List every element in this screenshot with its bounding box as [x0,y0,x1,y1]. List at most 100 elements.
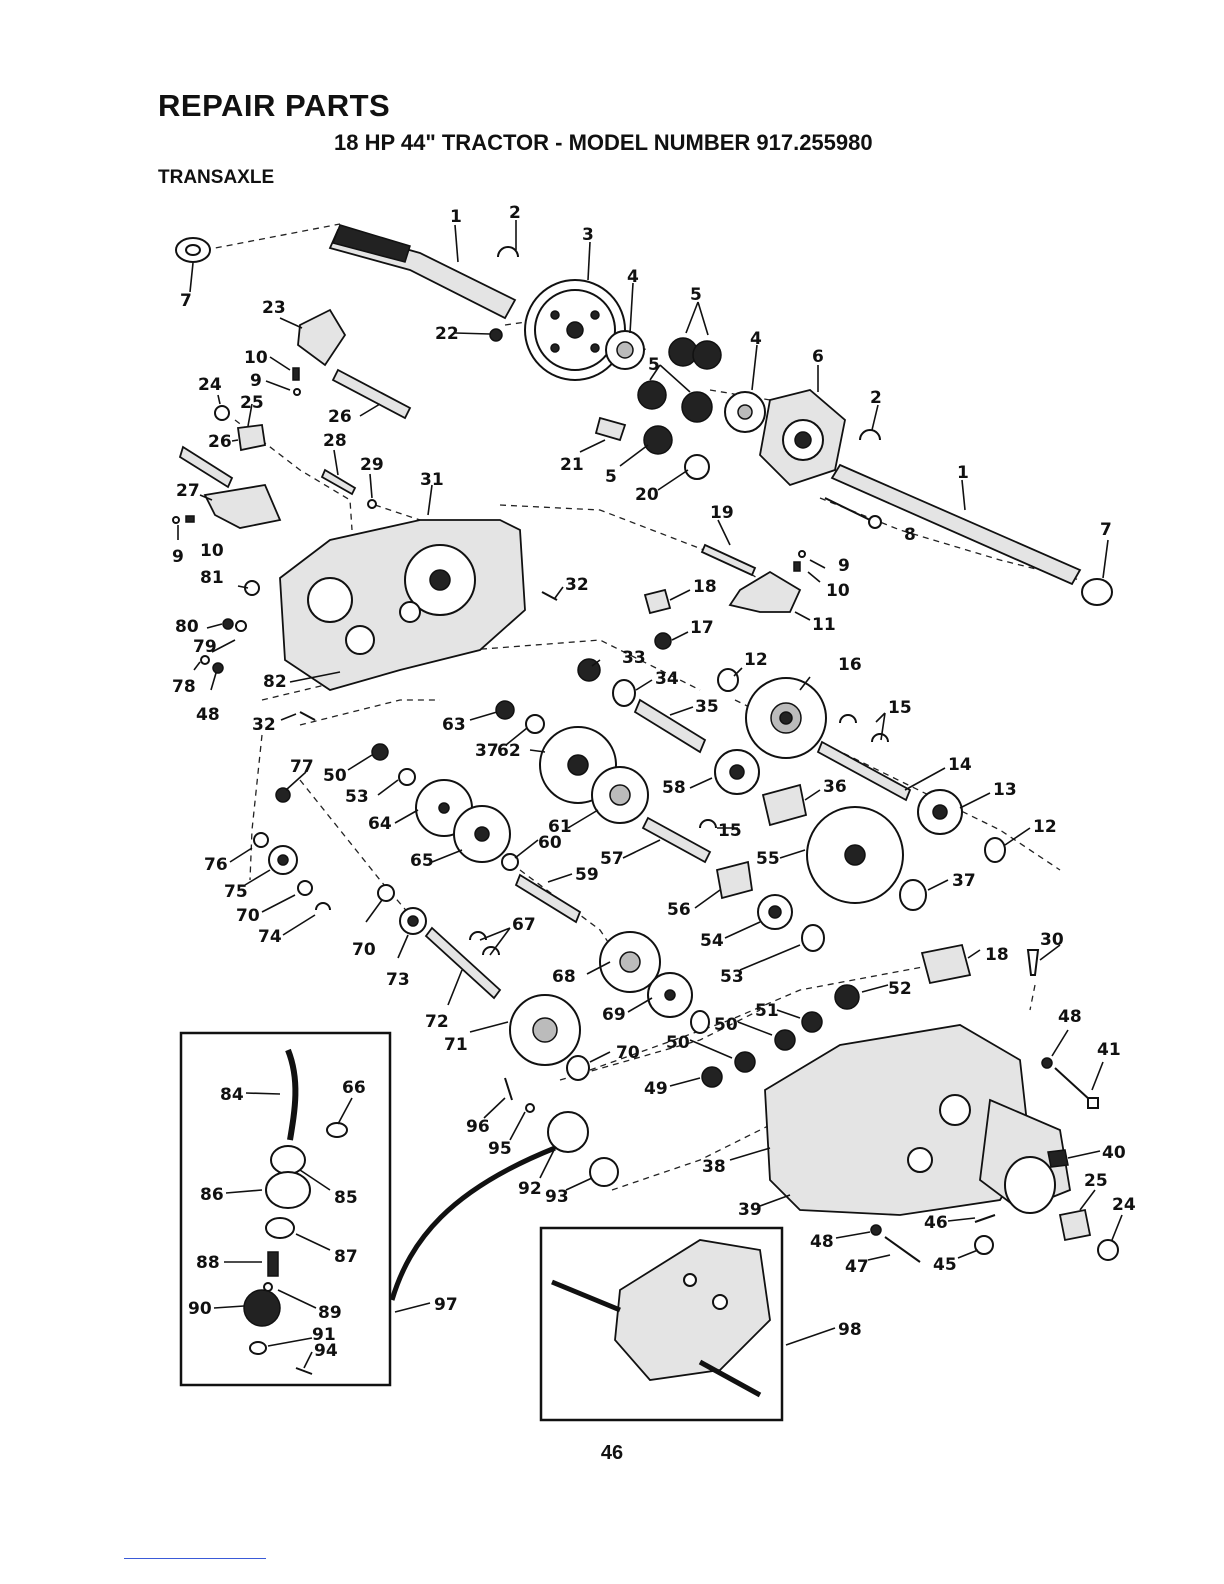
callout-66: 66 [342,1078,366,1098]
part-57-shaft [641,816,712,864]
part-45-washer [974,1235,994,1255]
part-84-lever [285,1048,299,1141]
part-37-washer-left [525,714,545,734]
callout-15: 15 [888,698,912,718]
callout-6: 6 [812,347,824,367]
part-32-pin-b [299,711,316,721]
part-50-bearing-lower [734,1051,756,1073]
callout-94: 94 [314,1341,338,1361]
callout-21: 21 [560,455,584,475]
callout-5-b: 5 [648,355,660,375]
leader-lines [177,220,1123,1369]
part-17-bearing [654,632,672,650]
part-5-pinion-e [643,425,673,455]
callout-20: 20 [635,485,659,505]
callout-70: 70 [236,906,260,926]
callout-36: 36 [823,777,847,797]
part-12-washer-lower [984,837,1006,863]
part-19-shaft [700,543,757,577]
part-9-ball [293,388,301,396]
callout-17: 17 [690,618,714,638]
callout-85: 85 [334,1188,358,1208]
callout-96: 96 [466,1117,490,1137]
callout-7-b: 7 [1100,520,1112,540]
callout-3: 3 [582,225,594,245]
part-50-bearing-upper [371,743,389,761]
part-15-clip-c [699,819,717,829]
callout-32: 32 [565,575,589,595]
callout-65: 65 [410,851,434,871]
callout-86: 86 [200,1185,224,1205]
callout-50-b: 50 [714,1015,738,1035]
part-10-spring-left [185,515,195,523]
part-85-cap [270,1145,306,1175]
callout-51: 51 [755,1001,779,1021]
callout-33: 33 [622,648,646,668]
page-title: REPAIR PARTS [158,88,391,123]
callout-11: 11 [812,615,836,635]
part-48-nut-bottom [870,1224,882,1236]
callout-24: 24 [198,375,222,395]
part-66-key [326,1122,348,1138]
part-21-bushing [594,416,627,442]
part-52-bearing [834,984,860,1010]
callout-73: 73 [386,970,410,990]
callout-5: 5 [690,285,702,305]
inset-shift-lever [179,1031,392,1387]
part-37-washer-right [899,879,927,911]
part-53-washer-upper [398,768,416,786]
callout-41: 41 [1097,1040,1121,1060]
part-77-bushing [275,787,291,803]
part-76-washer [253,832,269,848]
page-number: 46 [600,1442,624,1464]
part-36-bushing [761,783,808,827]
callout-15-b: 15 [718,821,742,841]
callout-63: 63 [442,715,466,735]
callout-50: 50 [323,766,347,786]
callout-23: 23 [262,298,286,318]
inset-box-right [539,1226,784,1422]
callout-12-b: 12 [1033,817,1057,837]
callout-79: 79 [193,637,217,657]
callout-26-b: 26 [208,432,232,452]
callout-39: 39 [738,1200,762,1220]
part-27-fork [203,483,282,529]
part-78-washer [200,655,210,665]
callout-54: 54 [700,931,724,951]
part-24-ring-right [1097,1239,1119,1261]
callout-59: 59 [575,865,599,885]
part-56-bushing [715,860,754,900]
part-53-washer-lower [690,1010,710,1034]
callout-30: 30 [1040,930,1064,950]
part-97-cable [389,1145,556,1301]
part-25-collar-right [1058,1208,1092,1242]
part-70-washer-mid [377,884,395,902]
part-7-collar-right [1081,578,1113,606]
callout-numbers: 7 1 2 3 4 5 5 4 6 2 1 7 22 23 10 9 24 25… [172,203,1136,1361]
part-86-housing [265,1171,311,1209]
callout-7: 7 [180,291,192,311]
callout-84: 84 [220,1085,244,1105]
callout-38: 38 [702,1157,726,1177]
part-23-bracket [297,308,347,367]
callout-56: 56 [667,900,691,920]
callout-9: 9 [250,371,262,391]
callout-25: 25 [240,393,264,413]
callout-45: 45 [933,1255,957,1275]
callout-48-b: 48 [1058,1007,1082,1027]
callout-71: 71 [444,1035,468,1055]
callout-10-c: 10 [826,581,850,601]
callout-10: 10 [244,348,268,368]
part-79-spring [235,620,247,632]
callout-37: 37 [475,741,499,761]
part-24-ring [214,405,230,421]
callout-80: 80 [175,617,199,637]
callout-13: 13 [993,780,1017,800]
inset-assembled-transaxle [539,1226,784,1422]
callout-61: 61 [548,817,572,837]
part-40-plug [1047,1149,1069,1168]
part-9-ball-left [172,516,180,524]
callout-95: 95 [488,1139,512,1159]
callout-58: 58 [662,778,686,798]
